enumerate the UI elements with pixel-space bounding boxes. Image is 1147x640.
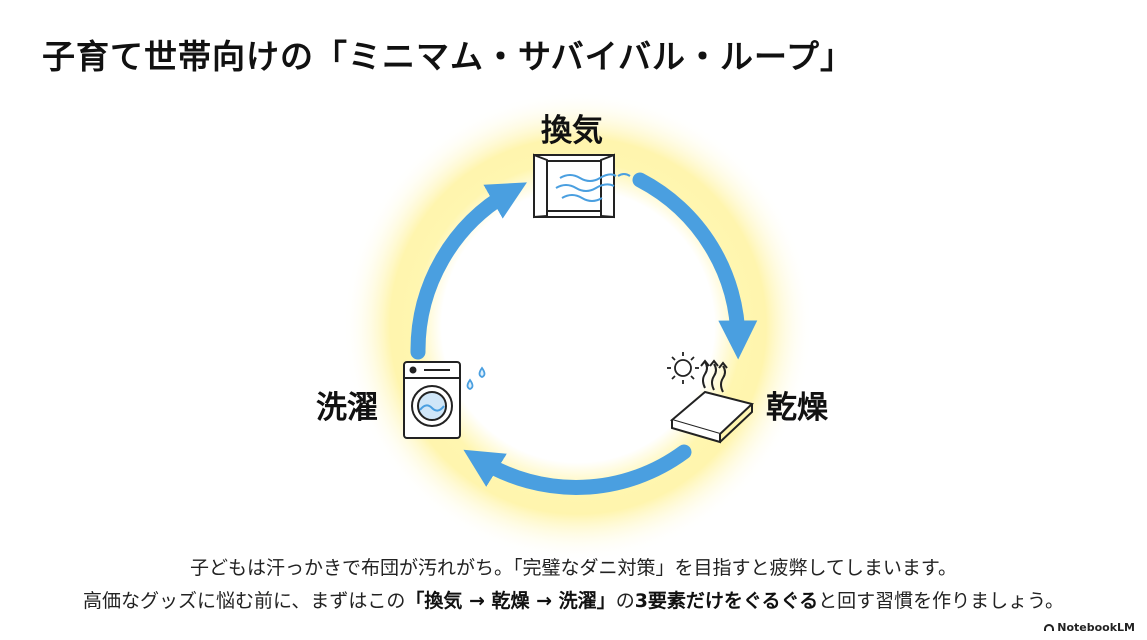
window-wind-icon xyxy=(533,153,631,219)
water-drops-icon xyxy=(466,366,486,390)
glow-ring xyxy=(343,91,813,561)
caption-line-2: 高価なグッズに悩む前に、まずはこの「換気 → 乾燥 → 洗濯」の3要素だけをぐる… xyxy=(0,586,1147,613)
caption-line-2-bold-elements: 3要素だけをぐるぐる xyxy=(634,590,819,612)
brand-label: NotebookLM xyxy=(1057,621,1135,634)
sun-icon xyxy=(667,352,699,384)
arrow-washing-to-ventilation xyxy=(410,182,527,360)
washing-machine-icon xyxy=(403,361,461,439)
notebooklm-brand: NotebookLM xyxy=(1044,621,1135,634)
futon-steam-icon xyxy=(669,359,755,444)
caption-line-2-pre: 高価なグッズに悩む前に、まずはこの xyxy=(82,590,406,612)
caption-line-2-bold-loop: 「換気 → 乾燥 → 洗濯」 xyxy=(405,590,616,612)
caption-line-1-text: 子どもは汗っかきで布団が汚れがち。「完璧なダニ対策」を目指すと疲弊してしまいます… xyxy=(189,557,958,579)
caption-line-1: 子どもは汗っかきで布団が汚れがち。「完璧なダニ対策」を目指すと疲弊してしまいます… xyxy=(0,553,1147,580)
caption-line-2-mid: の xyxy=(615,590,635,612)
node-drying-label: 乾燥 xyxy=(766,390,828,426)
caption-line-2-post: と回す習慣を作りましょう。 xyxy=(818,590,1065,612)
node-washing-label: 洗濯 xyxy=(316,390,378,426)
arrow-drying-to-washing xyxy=(463,444,692,495)
notebooklm-logo-icon xyxy=(1044,624,1055,631)
arrow-ventilation-to-drying xyxy=(632,172,758,360)
node-ventilation-label: 換気 xyxy=(541,113,603,149)
page-title: 子育て世帯向けの「ミニマム・サバイバル・ループ」 xyxy=(42,37,855,76)
